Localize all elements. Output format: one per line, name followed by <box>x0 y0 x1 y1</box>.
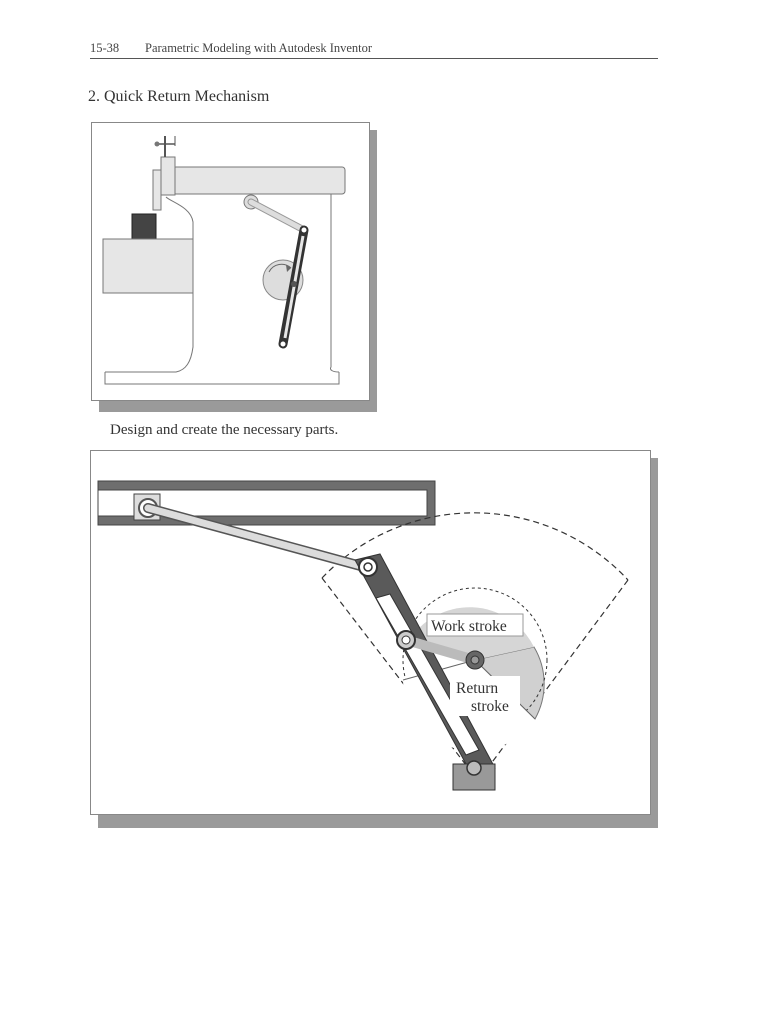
page-number: 15-38 <box>90 41 120 55</box>
book-title: Parametric Modeling with Autodesk Invent… <box>145 41 373 55</box>
linkage-diagram-figure: Work stroke Return stroke <box>90 450 658 828</box>
caption: Design and create the necessary parts. <box>110 422 339 438</box>
return-label-line2: stroke <box>471 698 509 715</box>
running-header: 15-38 Parametric Modeling with Autodesk … <box>90 38 658 59</box>
shaper-machine-figure <box>91 122 377 412</box>
section-title: 2. Quick Return Mechanism <box>88 88 270 105</box>
return-label-line1: Return <box>456 680 498 697</box>
work-stroke-label: Work stroke <box>431 618 507 635</box>
